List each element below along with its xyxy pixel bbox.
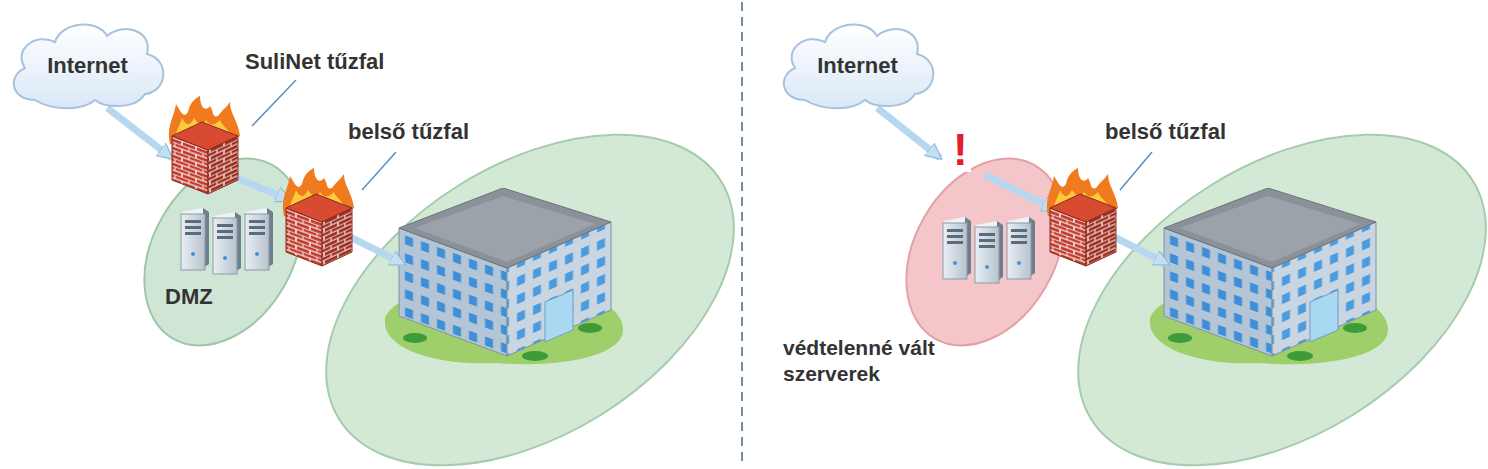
firewall-icon [169,96,240,194]
firewall-label: SuliNet tűzfal [245,48,384,76]
warning-mark-box: ! [950,128,971,172]
firewall-label: belső tűzfal [348,118,469,146]
school-building [1150,188,1388,364]
server-group [943,217,1035,283]
node-title: Internet [47,52,128,80]
unprotected-server-zone: védtelenné vált szerverek [905,158,1065,346]
flow-connector [107,108,172,158]
divider-line [741,2,743,467]
cloud-text: Internet [817,52,898,80]
school-network-zone [268,66,793,469]
firewall-label: belső tűzfal [1105,118,1226,146]
node-title: Internet [817,52,898,80]
internet-cloud: Internet [775,18,940,108]
firewall-icon [283,168,354,266]
firewall-icon [1047,168,1118,266]
flow-arrows [222,172,1168,264]
zone-label: DMZ [165,283,213,311]
firewall-label-box: SuliNet tűzfal [245,48,384,76]
zone-label: védtelenné vált szerverek [783,335,968,388]
flow-connector [877,108,940,158]
cloud-shape [784,25,934,109]
leader-line [252,80,296,126]
warning-mark: ! [950,128,971,172]
school-network-zone [1020,66,1488,469]
cloud-shape [14,25,164,109]
firewall-label-box: belső tűzfal [1105,118,1226,146]
flow-arrow [985,175,1056,210]
firewall-label-box: belső tűzfal [348,118,469,146]
leader-line [1120,152,1152,190]
server-group [181,208,273,274]
internet-cloud: Internet [5,18,170,108]
cloud-text: Internet [47,52,128,80]
school-building [385,188,623,364]
unprotected-server-zone-outline [905,158,1065,346]
leader-line [362,152,396,190]
